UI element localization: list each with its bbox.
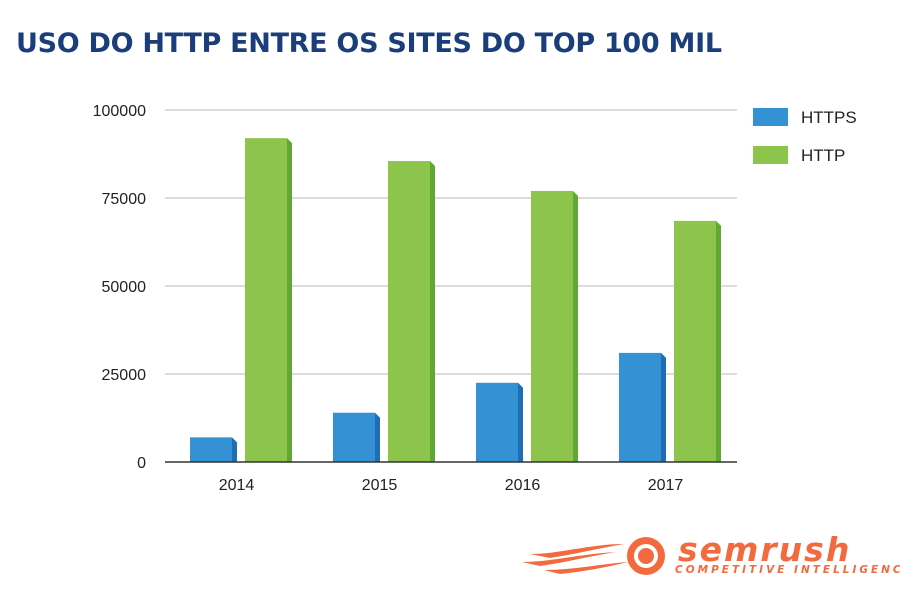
bar-face [333,412,375,462]
bar-https-2015 [333,412,380,462]
y-tick-label: 50000 [102,279,147,296]
bar-https-2016 [476,382,523,462]
y-tick-label: 75000 [102,191,147,208]
bar-face [674,220,716,462]
bar-side [232,437,237,462]
bar-face [476,382,518,462]
bar-face [388,161,430,463]
legend-item-http: HTTP [753,146,845,165]
y-tick-label: 100000 [93,103,146,120]
logo-wordmark: semrush [678,530,852,569]
bar-http-2015 [388,161,435,463]
bar-https-2014 [190,437,237,462]
legend-item-https: HTTPS [753,108,857,127]
x-tick-label: 2017 [648,477,684,494]
bar-side [430,161,435,463]
bar-http-2016 [531,190,578,462]
bar-https-2017 [619,352,666,462]
legend-label: HTTPS [801,108,857,127]
legend-swatch [753,108,788,126]
bar-http-2014 [245,138,292,462]
x-tick-label: 2014 [219,477,255,494]
bar-side [573,190,578,462]
x-tick-label: 2016 [505,477,541,494]
bar-http-2017 [674,220,721,462]
semrush-flame-icon [522,537,665,575]
bar-face [190,437,232,462]
y-tick-label: 25000 [102,367,147,384]
legend-swatch [753,146,788,164]
bar-side [518,382,523,462]
bar-face [245,138,287,462]
bar-side [661,352,666,462]
bar-face [619,352,661,462]
bar-side [375,412,380,462]
semrush-logo: semrush COMPETITIVE INTELLIGENCE [520,530,900,580]
chart-title: USO DO HTTP ENTRE OS SITES DO TOP 100 MI… [16,28,722,59]
logo-tagline: COMPETITIVE INTELLIGENCE [675,564,900,576]
bar-face [531,190,573,462]
bar-side [716,220,721,462]
legend-label: HTTP [801,146,845,165]
bar-side [287,138,292,462]
x-tick-label: 2015 [362,477,398,494]
y-tick-label: 0 [137,455,146,472]
